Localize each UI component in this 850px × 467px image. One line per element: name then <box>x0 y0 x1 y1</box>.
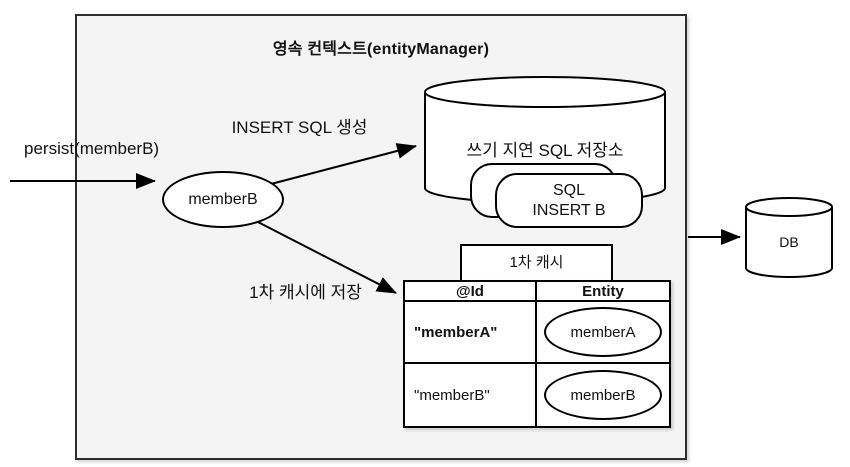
cache-column-header-id: @Id <box>405 282 537 302</box>
db-label: DB <box>779 234 799 250</box>
sql-card-line2: INSERT B <box>532 201 606 219</box>
memberB-cached-ellipse: memberB <box>544 370 662 420</box>
db-cylinder <box>745 197 833 278</box>
cache-store-label: 1차 캐시에 저장 <box>249 283 362 302</box>
memberA-cached-ellipse: memberA <box>544 307 662 357</box>
cache-row-memberA-entity-cell: memberA <box>537 302 669 364</box>
memberB-cached-label: memberB <box>570 386 636 404</box>
cache-store-arrow <box>253 219 397 294</box>
cache-row-memberA-id: "memberA" <box>405 302 537 364</box>
insert-sql-label: INSERT SQL 생성 <box>231 118 368 137</box>
memberB-entity-label: memberB <box>188 190 258 208</box>
memberA-cached-label: memberA <box>570 323 636 341</box>
first-level-cache-tab-label: 1차 캐시 <box>509 254 564 271</box>
cache-column-header-entity: Entity <box>537 282 669 302</box>
first-level-cache-tab: 1차 캐시 <box>460 244 613 284</box>
memberB-entity-ellipse: memberB <box>162 171 284 228</box>
sql-store-title: 쓰기 지연 SQL 저장소 <box>466 141 624 160</box>
cache-row-memberB-entity-cell: memberB <box>537 364 669 426</box>
sql-card-front: SQL INSERT B <box>495 173 643 228</box>
first-level-cache-table: @Id Entity "memberA" memberA "memberB" m… <box>403 280 671 428</box>
cache-row-memberB-id: "memberB" <box>405 364 537 426</box>
persist-call-label: persist(memberB) <box>24 139 160 158</box>
insert-sql-arrow <box>270 143 417 185</box>
sql-card-line1: SQL <box>552 181 585 199</box>
persistence-context-title: 영속 컨텍스트(entityManager) <box>272 41 490 58</box>
